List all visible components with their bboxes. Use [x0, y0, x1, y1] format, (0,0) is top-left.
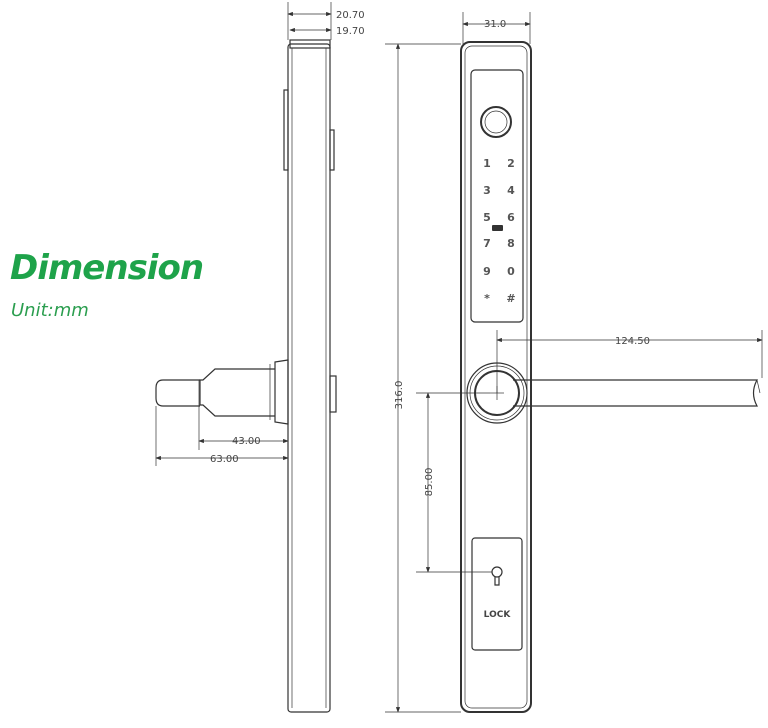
side-view: 20.70 19.70 43.00 63.00 — [155, 2, 365, 713]
svg-text:8: 8 — [507, 237, 515, 250]
front-view: 1 2 3 4 5 6 7 8 9 0 * # LOCK — [385, 12, 763, 713]
handle — [466, 362, 761, 424]
svg-text:7: 7 — [483, 237, 491, 250]
svg-text:9: 9 — [483, 265, 491, 278]
dim-124-50: 124.50 — [615, 336, 650, 347]
fingerprint-sensor — [480, 106, 512, 138]
dim-63: 63.00 — [210, 454, 239, 465]
svg-text:0: 0 — [507, 265, 515, 278]
dim-20-70: 20.70 — [336, 10, 365, 21]
svg-text:4: 4 — [507, 184, 515, 197]
svg-text:3: 3 — [483, 184, 491, 197]
keypad: 1 2 3 4 5 6 7 8 9 0 * # — [483, 157, 515, 305]
svg-text:*: * — [484, 292, 490, 305]
card-reader-icon — [492, 225, 503, 231]
spindle — [155, 359, 289, 425]
svg-text:#: # — [506, 292, 515, 305]
svg-text:6: 6 — [507, 211, 515, 224]
svg-text:1: 1 — [483, 157, 491, 170]
dim-19-70: 19.70 — [336, 26, 365, 37]
svg-text:2: 2 — [507, 157, 515, 170]
dim-31: 31.0 — [484, 19, 506, 30]
unit-label: Unit:mm — [11, 300, 89, 321]
lock-label: LOCK — [484, 610, 512, 620]
dim-85: 85.00 — [424, 468, 435, 497]
svg-text:5: 5 — [483, 211, 491, 224]
dim-43: 43.00 — [232, 436, 261, 447]
diagram-title: Dimension — [10, 248, 204, 288]
dim-316: 316.0 — [394, 381, 405, 410]
key-cover: LOCK — [471, 537, 523, 651]
